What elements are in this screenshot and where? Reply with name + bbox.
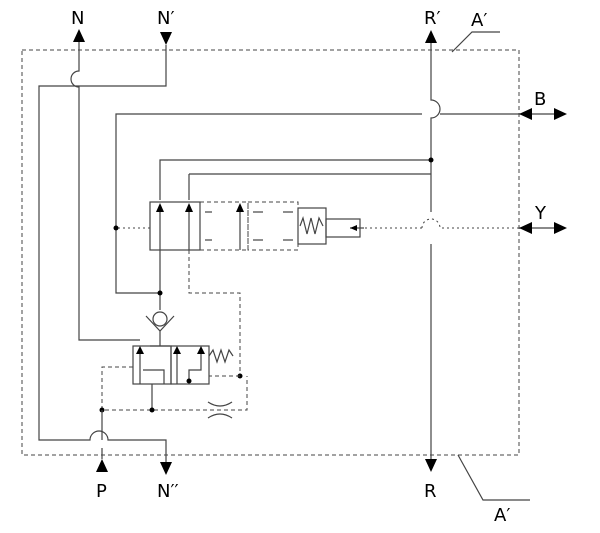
spring-icon bbox=[208, 348, 234, 364]
main-valve-block-3 bbox=[247, 201, 299, 251]
line-n bbox=[70, 42, 140, 341]
leader-line-a-prime-bottom bbox=[457, 454, 530, 501]
port-label-n-prime: N′ bbox=[157, 8, 175, 29]
pilot-valve-block-2 bbox=[170, 345, 210, 385]
port-label-r-prime: R′ bbox=[424, 8, 441, 29]
throttle-icon bbox=[207, 401, 233, 407]
port-label-n: N bbox=[71, 8, 84, 29]
line-b bbox=[115, 113, 519, 294]
port-arrow-r-prime bbox=[425, 30, 437, 43]
line-p bbox=[85, 430, 167, 462]
port-label-y: Y bbox=[534, 203, 547, 224]
port-label-n-double-prime: N′′ bbox=[157, 481, 179, 502]
arrow-up-icon bbox=[173, 346, 181, 354]
port-label-b: B bbox=[534, 89, 546, 110]
port-arrow-p bbox=[96, 459, 108, 472]
enclosure-boundary bbox=[21, 49, 520, 456]
arrow-up-icon bbox=[236, 203, 244, 212]
spring-housing bbox=[297, 207, 327, 245]
port-arrow-n-prime bbox=[160, 32, 172, 45]
line-r bbox=[430, 43, 441, 459]
line-n-prime bbox=[38, 45, 167, 441]
port-label-a-prime-top: A′ bbox=[471, 10, 487, 31]
pilot-dashed-loop bbox=[101, 366, 248, 411]
arrow-up-icon bbox=[197, 346, 205, 354]
port-arrow-y-right bbox=[554, 222, 567, 234]
port-label-p: P bbox=[96, 481, 107, 502]
junction-dot bbox=[428, 157, 434, 163]
spring-icon bbox=[299, 215, 324, 235]
arrow-up-icon bbox=[185, 203, 193, 212]
port-arrow-y-left bbox=[519, 222, 532, 234]
port-arrow-r bbox=[425, 459, 437, 472]
pilot-valve bbox=[132, 345, 234, 385]
crossover-y bbox=[421, 218, 441, 229]
main-valve bbox=[149, 201, 364, 251]
port-label-a-prime-bottom: A′ bbox=[494, 505, 510, 526]
port-arrow-b-left bbox=[519, 108, 532, 120]
port-arrow-n bbox=[73, 29, 85, 42]
check-valve bbox=[145, 311, 175, 347]
port-label-r: R bbox=[424, 481, 437, 502]
arrow-up-icon bbox=[136, 346, 144, 354]
arrow-left-icon bbox=[350, 225, 357, 231]
port-arrow-b-right bbox=[554, 108, 567, 120]
arrow-up-icon bbox=[156, 203, 164, 212]
line-pilot-dashed bbox=[188, 250, 241, 376]
leader-line-a-prime-top bbox=[451, 31, 500, 53]
line-a-upper bbox=[159, 159, 431, 200]
port-arrow-n-double-prime bbox=[160, 462, 172, 475]
